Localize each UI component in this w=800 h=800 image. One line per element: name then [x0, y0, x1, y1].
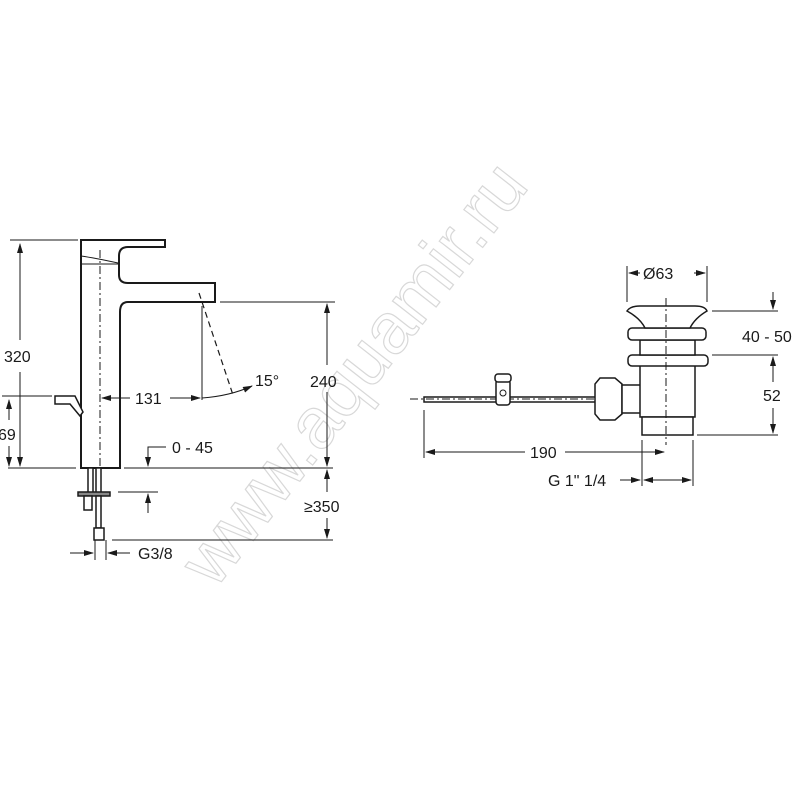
- faucet-drawing: 320 69 131 15° 240 0 - 45 ≥350: [0, 239, 340, 563]
- dim-rod-length: 190: [530, 445, 557, 462]
- dim-reach: 131: [135, 391, 162, 408]
- watermark: www.aquamir.ru: [164, 147, 543, 601]
- faucet-handle: [80, 239, 216, 469]
- dim-thread: G 1" 1/4: [548, 473, 606, 490]
- waste-drawing: Ø63 40 - 50 52 190 G 1" 1/4: [410, 266, 792, 490]
- dim-angle: 15°: [255, 373, 279, 390]
- dim-stroke: 40 - 50: [742, 329, 792, 346]
- dim-spout-height: 240: [310, 374, 337, 391]
- dim-lever-height: 69: [0, 427, 16, 444]
- pivot-nut: [594, 377, 623, 421]
- dim-hose-length: ≥350: [304, 499, 340, 516]
- dim-deck-thickness: 0 - 45: [172, 440, 213, 457]
- dim-connection: G3/8: [138, 546, 173, 563]
- rod-clamp: [495, 379, 511, 406]
- popup-lever: [54, 395, 84, 418]
- dim-diameter: Ø63: [643, 266, 673, 283]
- popup-cap: [625, 305, 708, 329]
- dim-total-height: 320: [4, 349, 31, 366]
- dim-body-height: 52: [763, 388, 781, 405]
